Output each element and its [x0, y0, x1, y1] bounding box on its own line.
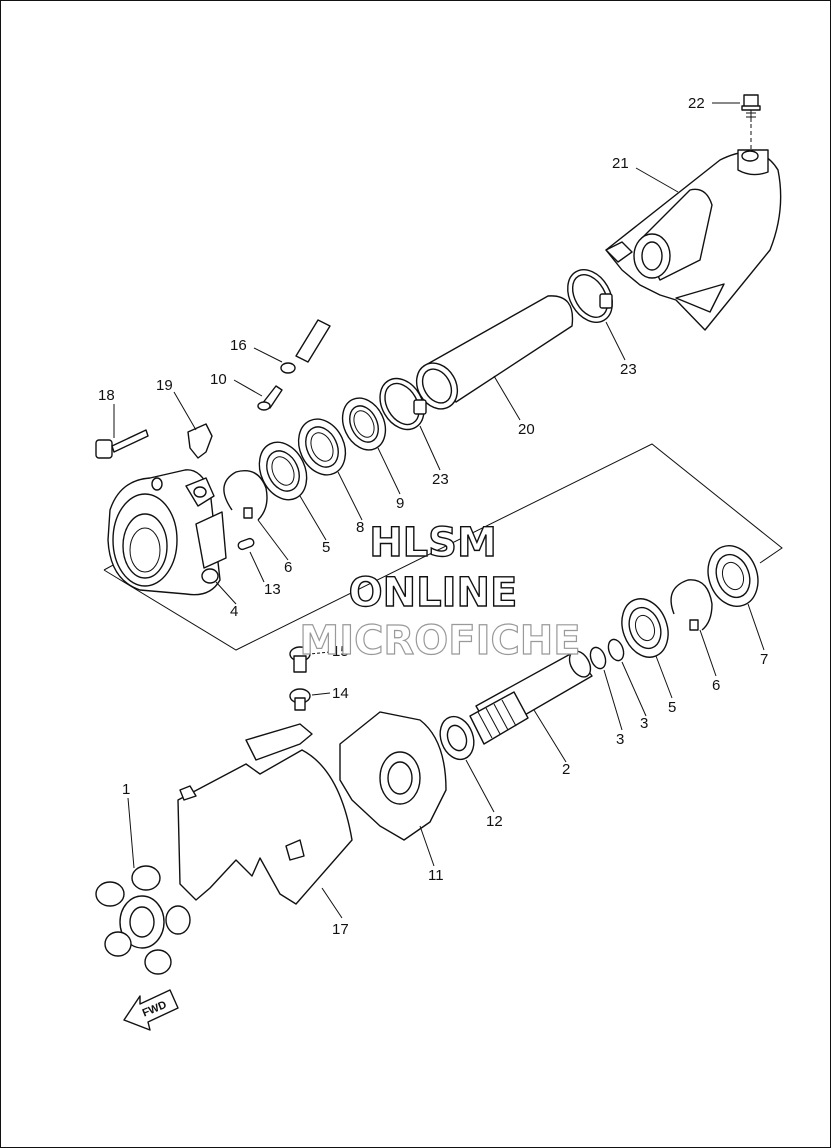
- o-ring-3-b: [607, 638, 625, 662]
- nozzle-21: [605, 149, 782, 331]
- plate-19: [187, 423, 213, 459]
- pin-13: [237, 537, 255, 551]
- callout-14: 14: [332, 685, 349, 702]
- callout-19: 19: [156, 377, 173, 394]
- washer-12: [439, 715, 475, 761]
- callout-13: 13: [264, 581, 281, 598]
- housing-4: [107, 469, 227, 596]
- oil-seal-8: [297, 418, 347, 476]
- bolt-18: [95, 429, 149, 459]
- callout-21: 21: [612, 155, 629, 172]
- hose-clamp-23-upper: [567, 269, 613, 323]
- bolt-22: [741, 94, 761, 150]
- callout-2: 2: [562, 761, 570, 778]
- callout-5-upper: 5: [322, 539, 330, 556]
- callout-15: 15: [332, 643, 349, 660]
- bearing-5-lower: [621, 598, 669, 658]
- callout-4: 4: [230, 603, 238, 620]
- watermark-line-2: ONLINE: [349, 570, 518, 616]
- watermark-line-1: HLSM: [369, 520, 497, 566]
- circlip-6-lower: [670, 579, 713, 631]
- callout-5-lower: 5: [668, 699, 676, 716]
- fwd-arrow-icon: FWD: [123, 989, 179, 1031]
- callout-12: 12: [486, 813, 503, 830]
- damper-1: [95, 865, 191, 975]
- hose-20: [415, 295, 574, 410]
- callout-3-a: 3: [616, 731, 624, 748]
- callout-8: 8: [356, 519, 364, 536]
- callout-labels: 22 21 23 16 10 19 18 20 23 9 8 5 6 13 4 …: [98, 95, 768, 938]
- screw-15: [289, 646, 311, 673]
- drive-shaft-2: [469, 650, 593, 745]
- assembly-group-outline: [103, 443, 783, 651]
- callout-6-lower: 6: [712, 677, 720, 694]
- callout-6-upper: 6: [284, 559, 292, 576]
- impeller-11: [339, 711, 447, 841]
- callout-17: 17: [332, 921, 349, 938]
- callout-23-lower: 23: [432, 471, 449, 488]
- circlip-6-upper: [223, 470, 268, 521]
- callout-10: 10: [210, 371, 227, 388]
- callout-23-upper: 23: [620, 361, 637, 378]
- collar-14: [289, 688, 311, 711]
- oil-seal-9: [341, 397, 387, 451]
- callout-11: 11: [428, 867, 444, 884]
- bearing-5-upper: [258, 441, 308, 501]
- leader-lines: [113, 102, 765, 919]
- watermark: HLSM ONLINE MICROFICHE: [299, 519, 581, 664]
- watermark-line-3: MICROFICHE: [299, 618, 580, 664]
- callout-20: 20: [518, 421, 535, 438]
- callout-9: 9: [396, 495, 404, 512]
- callout-7: 7: [760, 651, 768, 668]
- hose-16: [295, 319, 331, 363]
- callout-3-b: 3: [640, 715, 648, 732]
- o-ring-3-a: [589, 646, 607, 670]
- callout-1: 1: [122, 781, 130, 798]
- callout-16: 16: [230, 337, 247, 354]
- nipple-10: [257, 385, 283, 411]
- bearing-7: [707, 545, 759, 607]
- hose-clamp-23-lower: [379, 377, 427, 431]
- hose-band-16: [280, 362, 296, 374]
- callout-18: 18: [98, 387, 115, 404]
- callout-22: 22: [688, 95, 705, 112]
- duct-17: [177, 723, 353, 905]
